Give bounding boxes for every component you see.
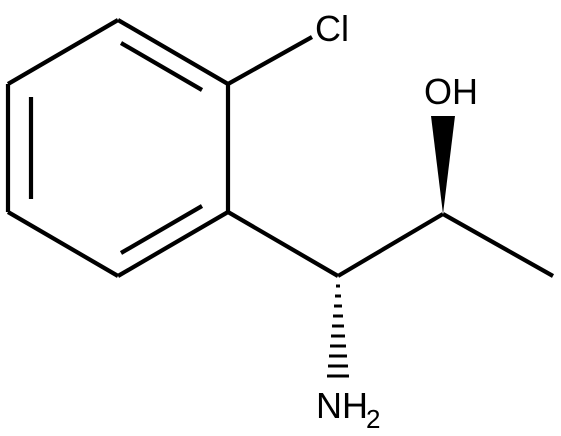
bond-c2-to-methyl (441, 212, 555, 278)
ring-double-bond-bottom (119, 204, 204, 255)
ring-bond-6 (6, 18, 120, 86)
bond-ring-to-chlorine (226, 35, 314, 86)
hydroxyl-label: OH (424, 71, 478, 112)
ring-bond-1 (116, 18, 230, 86)
ring-bond-4 (6, 210, 120, 278)
bond-ring-to-c1 (226, 210, 340, 278)
wedge-bond-to-hydroxyl (431, 116, 455, 214)
amine-subscript: 2 (366, 404, 380, 434)
bond-c1-to-c2 (336, 212, 445, 278)
hashed-wedge-to-amine (327, 284, 349, 378)
benzene-ring (5, 18, 231, 278)
chlorine-label: Cl (315, 8, 349, 49)
ring-double-bond-top (119, 41, 204, 92)
amine-label: NH (316, 385, 368, 426)
ring-bond-3 (116, 210, 230, 278)
